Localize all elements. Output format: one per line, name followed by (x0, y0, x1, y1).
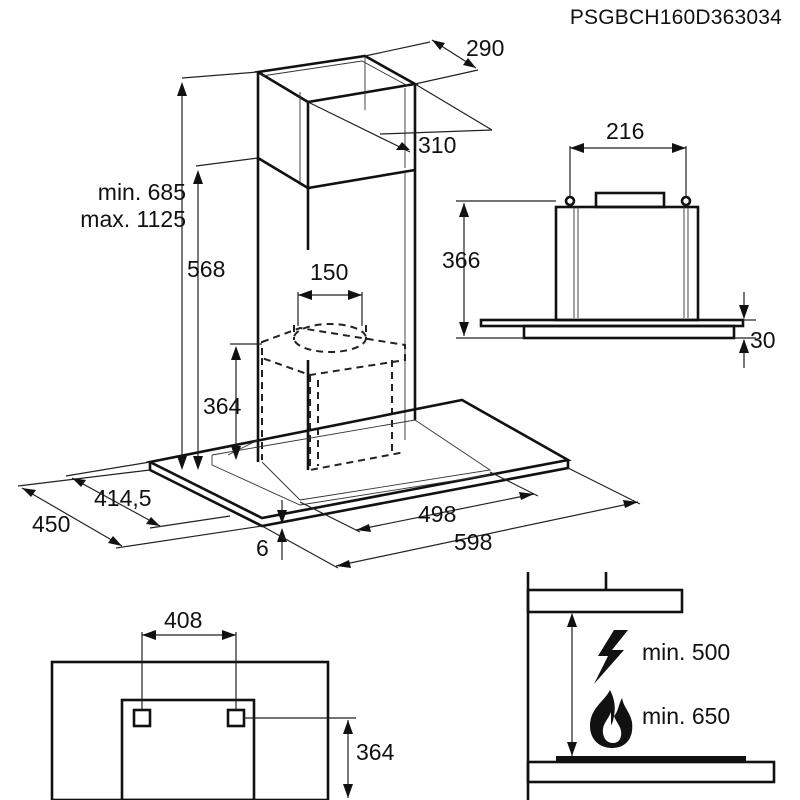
label-min-650: min. 650 (642, 703, 730, 729)
dim-total-height: min. 685 max. 1125 (80, 71, 259, 470)
hood-isometric-view (146, 54, 572, 528)
label-366: 366 (442, 247, 480, 273)
label-150: 150 (310, 259, 348, 285)
hob-profile (526, 760, 776, 784)
label-6: 6 (256, 535, 269, 561)
dim-chimney-depth: 290 (364, 35, 504, 85)
dim-outlet-diameter: 150 (297, 259, 363, 326)
dim-glass-depth: 414,5 450 (17, 461, 263, 549)
flame-icon (590, 690, 633, 748)
wall-panel (50, 660, 330, 800)
model-code: PSGBCH160D363034 (570, 6, 782, 29)
mount-hole-left (132, 708, 152, 728)
mount-hole-right (226, 708, 246, 728)
label-290: 290 (466, 35, 504, 61)
label-364-motor: 364 (203, 393, 242, 419)
label-498: 498 (418, 501, 456, 527)
bracket-plate (120, 698, 256, 800)
label-450: 450 (32, 511, 70, 537)
label-30: 30 (750, 327, 776, 353)
label-568: 568 (187, 256, 225, 282)
outlet-collar-top (293, 323, 367, 353)
top-block (594, 191, 666, 209)
side-view: 216 366 30 (442, 118, 776, 368)
screw-right (680, 195, 692, 207)
dim-chimney-width: 310 (307, 83, 493, 158)
label-max-1125: max. 1125 (80, 206, 186, 232)
label-min-500: min. 500 (642, 639, 730, 665)
side-body (554, 205, 700, 322)
label-414-5: 414,5 (94, 485, 152, 511)
dim-glass-thickness: 6 (256, 500, 287, 561)
dim-glass-width: 598 (261, 467, 641, 569)
label-310: 310 (418, 132, 456, 158)
clearance-view: min. 500 min. 650 (526, 572, 776, 800)
label-364-bracket: 364 (356, 739, 395, 765)
label-min-685: min. 685 (98, 179, 186, 205)
chimney-joint (257, 156, 416, 190)
side-filter (522, 324, 736, 340)
screw-left (564, 195, 576, 207)
hood-profile (526, 588, 684, 614)
lightning-icon (594, 630, 628, 684)
dim-canopy-width: 498 (299, 471, 539, 533)
label-408: 408 (164, 607, 202, 633)
label-598: 598 (454, 529, 492, 555)
wall-bracket-view: 408 364 (50, 607, 395, 800)
dim-motor-height: 364 (203, 343, 262, 460)
hob-burner (556, 756, 746, 762)
label-216: 216 (606, 118, 644, 144)
dim-lower-height: 568 (187, 157, 259, 470)
chimney-top (254, 54, 419, 104)
